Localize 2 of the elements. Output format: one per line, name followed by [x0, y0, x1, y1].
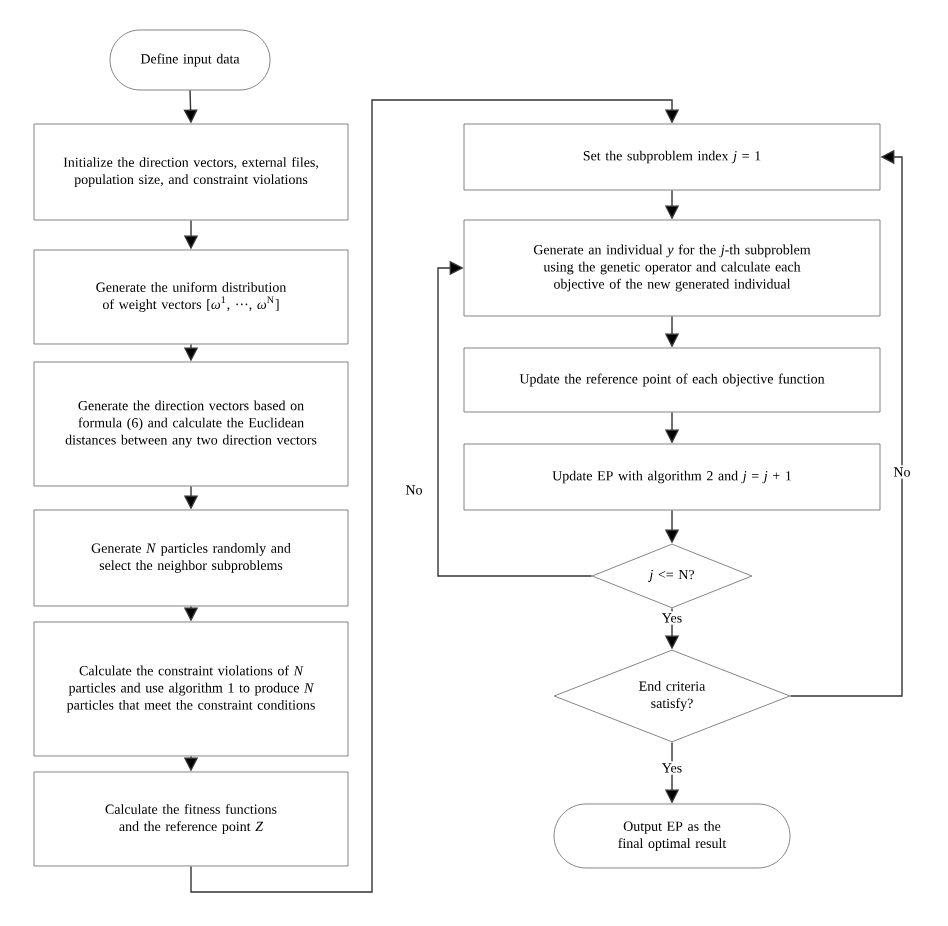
- arrow: [437, 260, 593, 577]
- arrow: [190, 99, 680, 893]
